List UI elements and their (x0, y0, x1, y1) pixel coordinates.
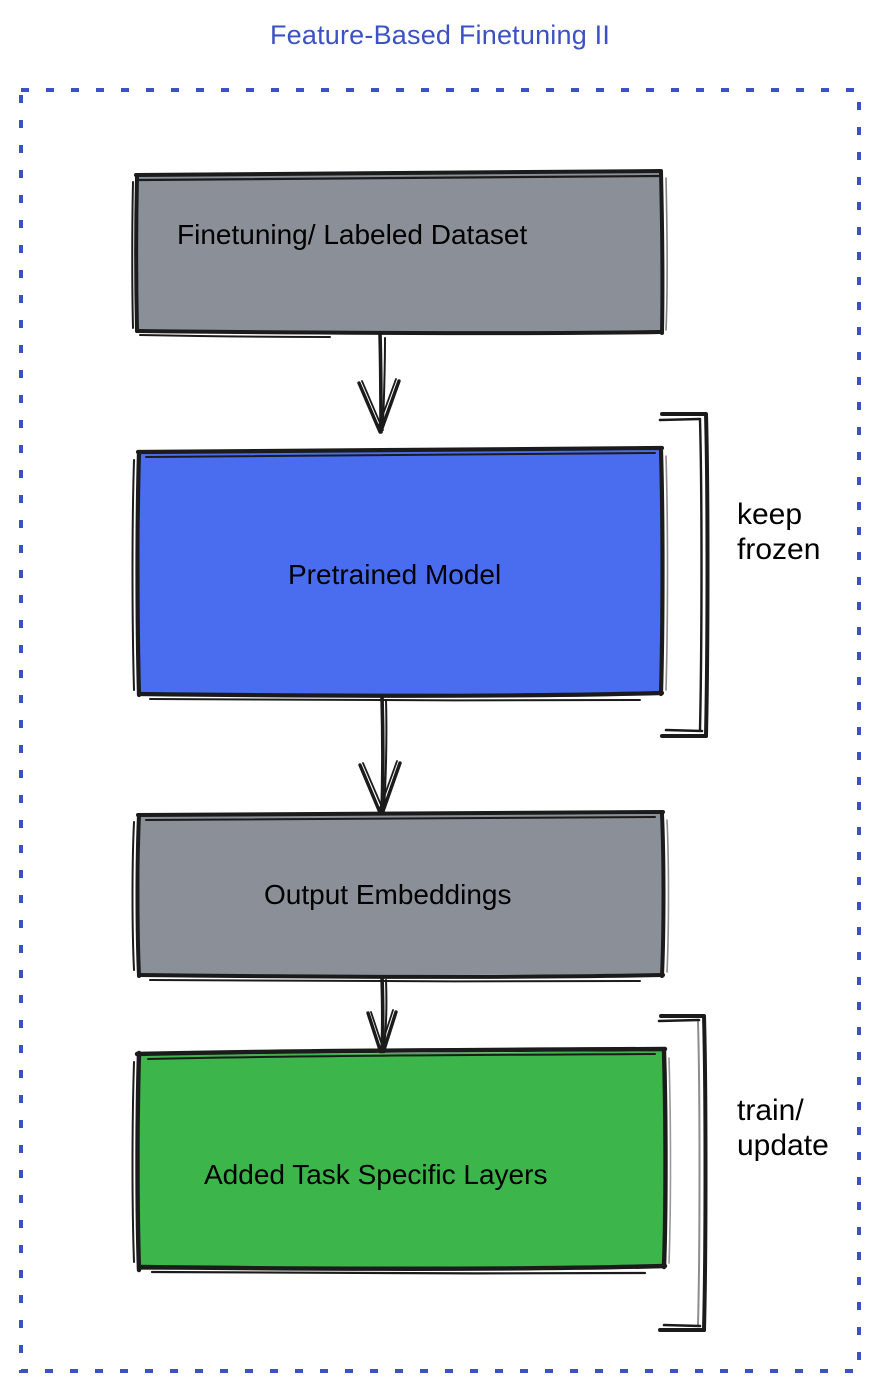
node-task-layers-label: Added Task Specific Layers (204, 1159, 548, 1190)
edge-embeddings-to-task-layers-icon (366, 975, 398, 1055)
annotation-keep-frozen-line1: keep (737, 498, 803, 531)
node-dataset[interactable] (131, 169, 668, 338)
node-dataset-label: Finetuning/ Labeled Dataset (177, 219, 528, 250)
node-pretrained-model[interactable] (131, 445, 669, 702)
node-task-layers[interactable] (131, 1046, 672, 1275)
node-output-embeddings-label: Output Embeddings (264, 879, 512, 910)
annotation-train-update-line2: update (737, 1129, 829, 1163)
edge-dataset-to-pretrained-icon (357, 332, 401, 434)
annotation-train-update: train/ update (737, 1093, 829, 1164)
node-output-embeddings[interactable] (131, 810, 670, 983)
bracket-train-update (657, 1014, 708, 1332)
dashed-container (19, 88, 861, 1373)
node-pretrained-model-label: Pretrained Model (288, 559, 502, 590)
annotation-keep-frozen-line2: frozen (737, 533, 821, 567)
page-title: Feature-Based Finetuning II (269, 20, 611, 50)
edge-pretrained-to-embeddings-icon (358, 694, 402, 817)
annotation-train-update-line1: train/ (737, 1094, 804, 1127)
bracket-keep-frozen (658, 412, 710, 738)
annotation-keep-frozen: keep frozen (737, 497, 820, 568)
